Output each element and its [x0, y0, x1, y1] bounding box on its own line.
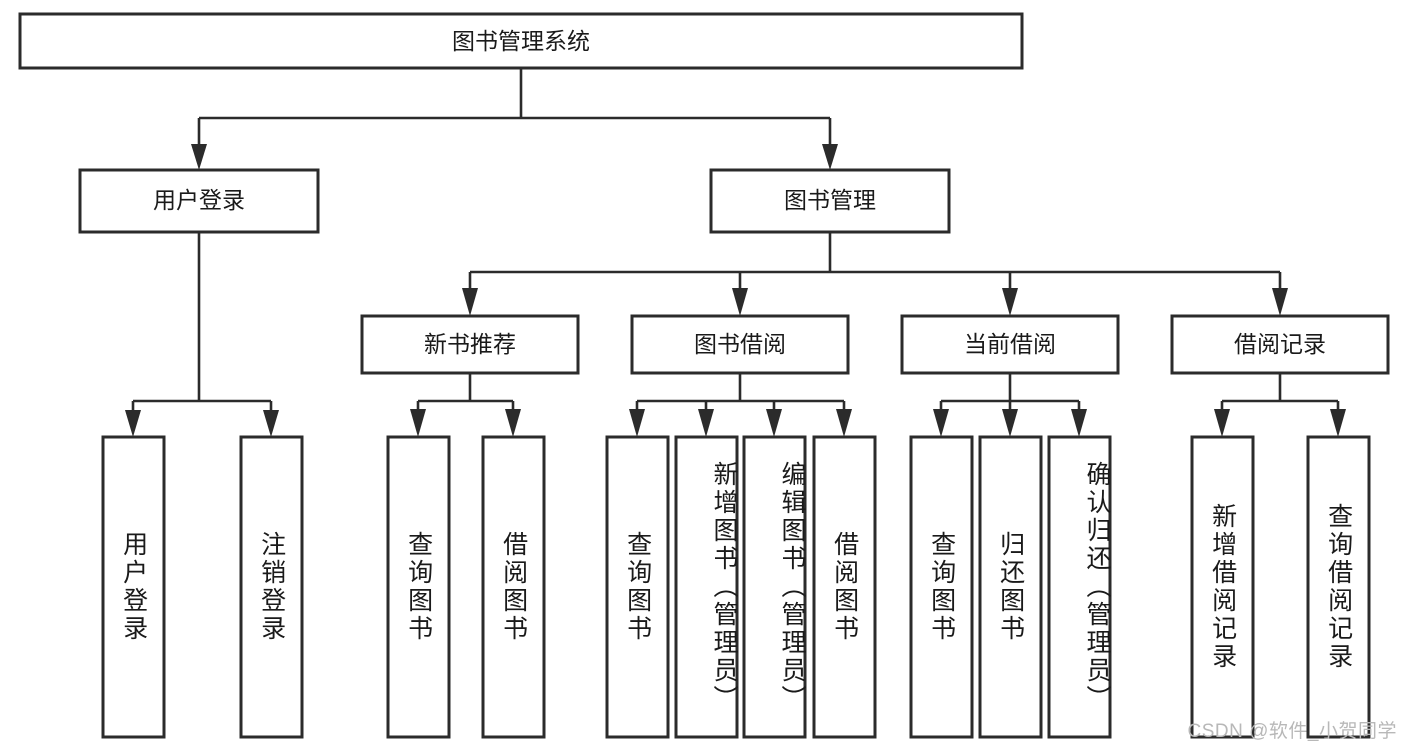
leaf-box-user-logout[interactable] — [239, 435, 304, 739]
node-new-book-recommend-box[interactable] — [360, 314, 580, 375]
node-borrow-record[interactable]: 借阅记录 — [1170, 314, 1390, 375]
leaf-box-confirm-return[interactable] — [1047, 435, 1112, 739]
leaf-box-add-book[interactable] — [674, 435, 739, 739]
edge-newbook-to-leaves — [410, 373, 521, 437]
node-user-login-box[interactable] — [78, 168, 320, 234]
node-book-borrow-label: 图书借阅 — [694, 331, 786, 357]
node-borrow-record-label: 借阅记录 — [1234, 331, 1326, 357]
node-borrow-record-box[interactable] — [1170, 314, 1390, 375]
node-book-management[interactable]: 图书管理 — [709, 168, 951, 234]
node-book-management-label: 图书管理 — [784, 187, 876, 213]
node-new-book-recommend[interactable]: 新书推荐 — [360, 314, 580, 375]
node-new-book-recommend-label: 新书推荐 — [424, 331, 516, 357]
leaf-boxes — [101, 435, 1371, 739]
leaf-box-edit-book[interactable] — [742, 435, 807, 739]
edge-currentborrow-to-leaves — [933, 373, 1087, 437]
node-user-login-label: 用户登录 — [153, 187, 245, 213]
edge-bookborrow-to-leaves — [629, 373, 852, 437]
edge-borrowrecord-to-leaves — [1214, 373, 1346, 437]
leaf-box-query-book-3[interactable] — [909, 435, 974, 739]
leaf-box-return-book[interactable] — [978, 435, 1043, 739]
node-current-borrow-label: 当前借阅 — [964, 331, 1056, 357]
edge-root-to-level2 — [191, 68, 838, 170]
node-user-login[interactable]: 用户登录 — [78, 168, 320, 234]
node-book-borrow[interactable]: 图书借阅 — [630, 314, 850, 375]
leaf-box-query-borrow-record[interactable] — [1306, 435, 1371, 739]
node-root-box[interactable] — [18, 12, 1024, 70]
node-book-borrow-box[interactable] — [630, 314, 850, 375]
leaf-box-borrow-book-1[interactable] — [481, 435, 546, 739]
node-root-label: 图书管理系统 — [452, 28, 590, 54]
node-root[interactable]: 图书管理系统 — [18, 12, 1024, 70]
leaf-box-add-borrow-record[interactable] — [1190, 435, 1255, 739]
leaf-box-query-book-1[interactable] — [386, 435, 451, 739]
edge-bookmanage-to-level3 — [462, 232, 1288, 316]
watermark-text: CSDN @软件_小贺同学 — [1187, 721, 1397, 742]
edge-userlogin-to-leaves — [125, 232, 279, 437]
leaf-box-borrow-book-2[interactable] — [812, 435, 877, 739]
leaf-box-query-book-2[interactable] — [605, 435, 670, 739]
node-current-borrow[interactable]: 当前借阅 — [900, 314, 1120, 375]
leaf-box-user-login[interactable] — [101, 435, 166, 739]
node-current-borrow-box[interactable] — [900, 314, 1120, 375]
node-book-management-box[interactable] — [709, 168, 951, 234]
